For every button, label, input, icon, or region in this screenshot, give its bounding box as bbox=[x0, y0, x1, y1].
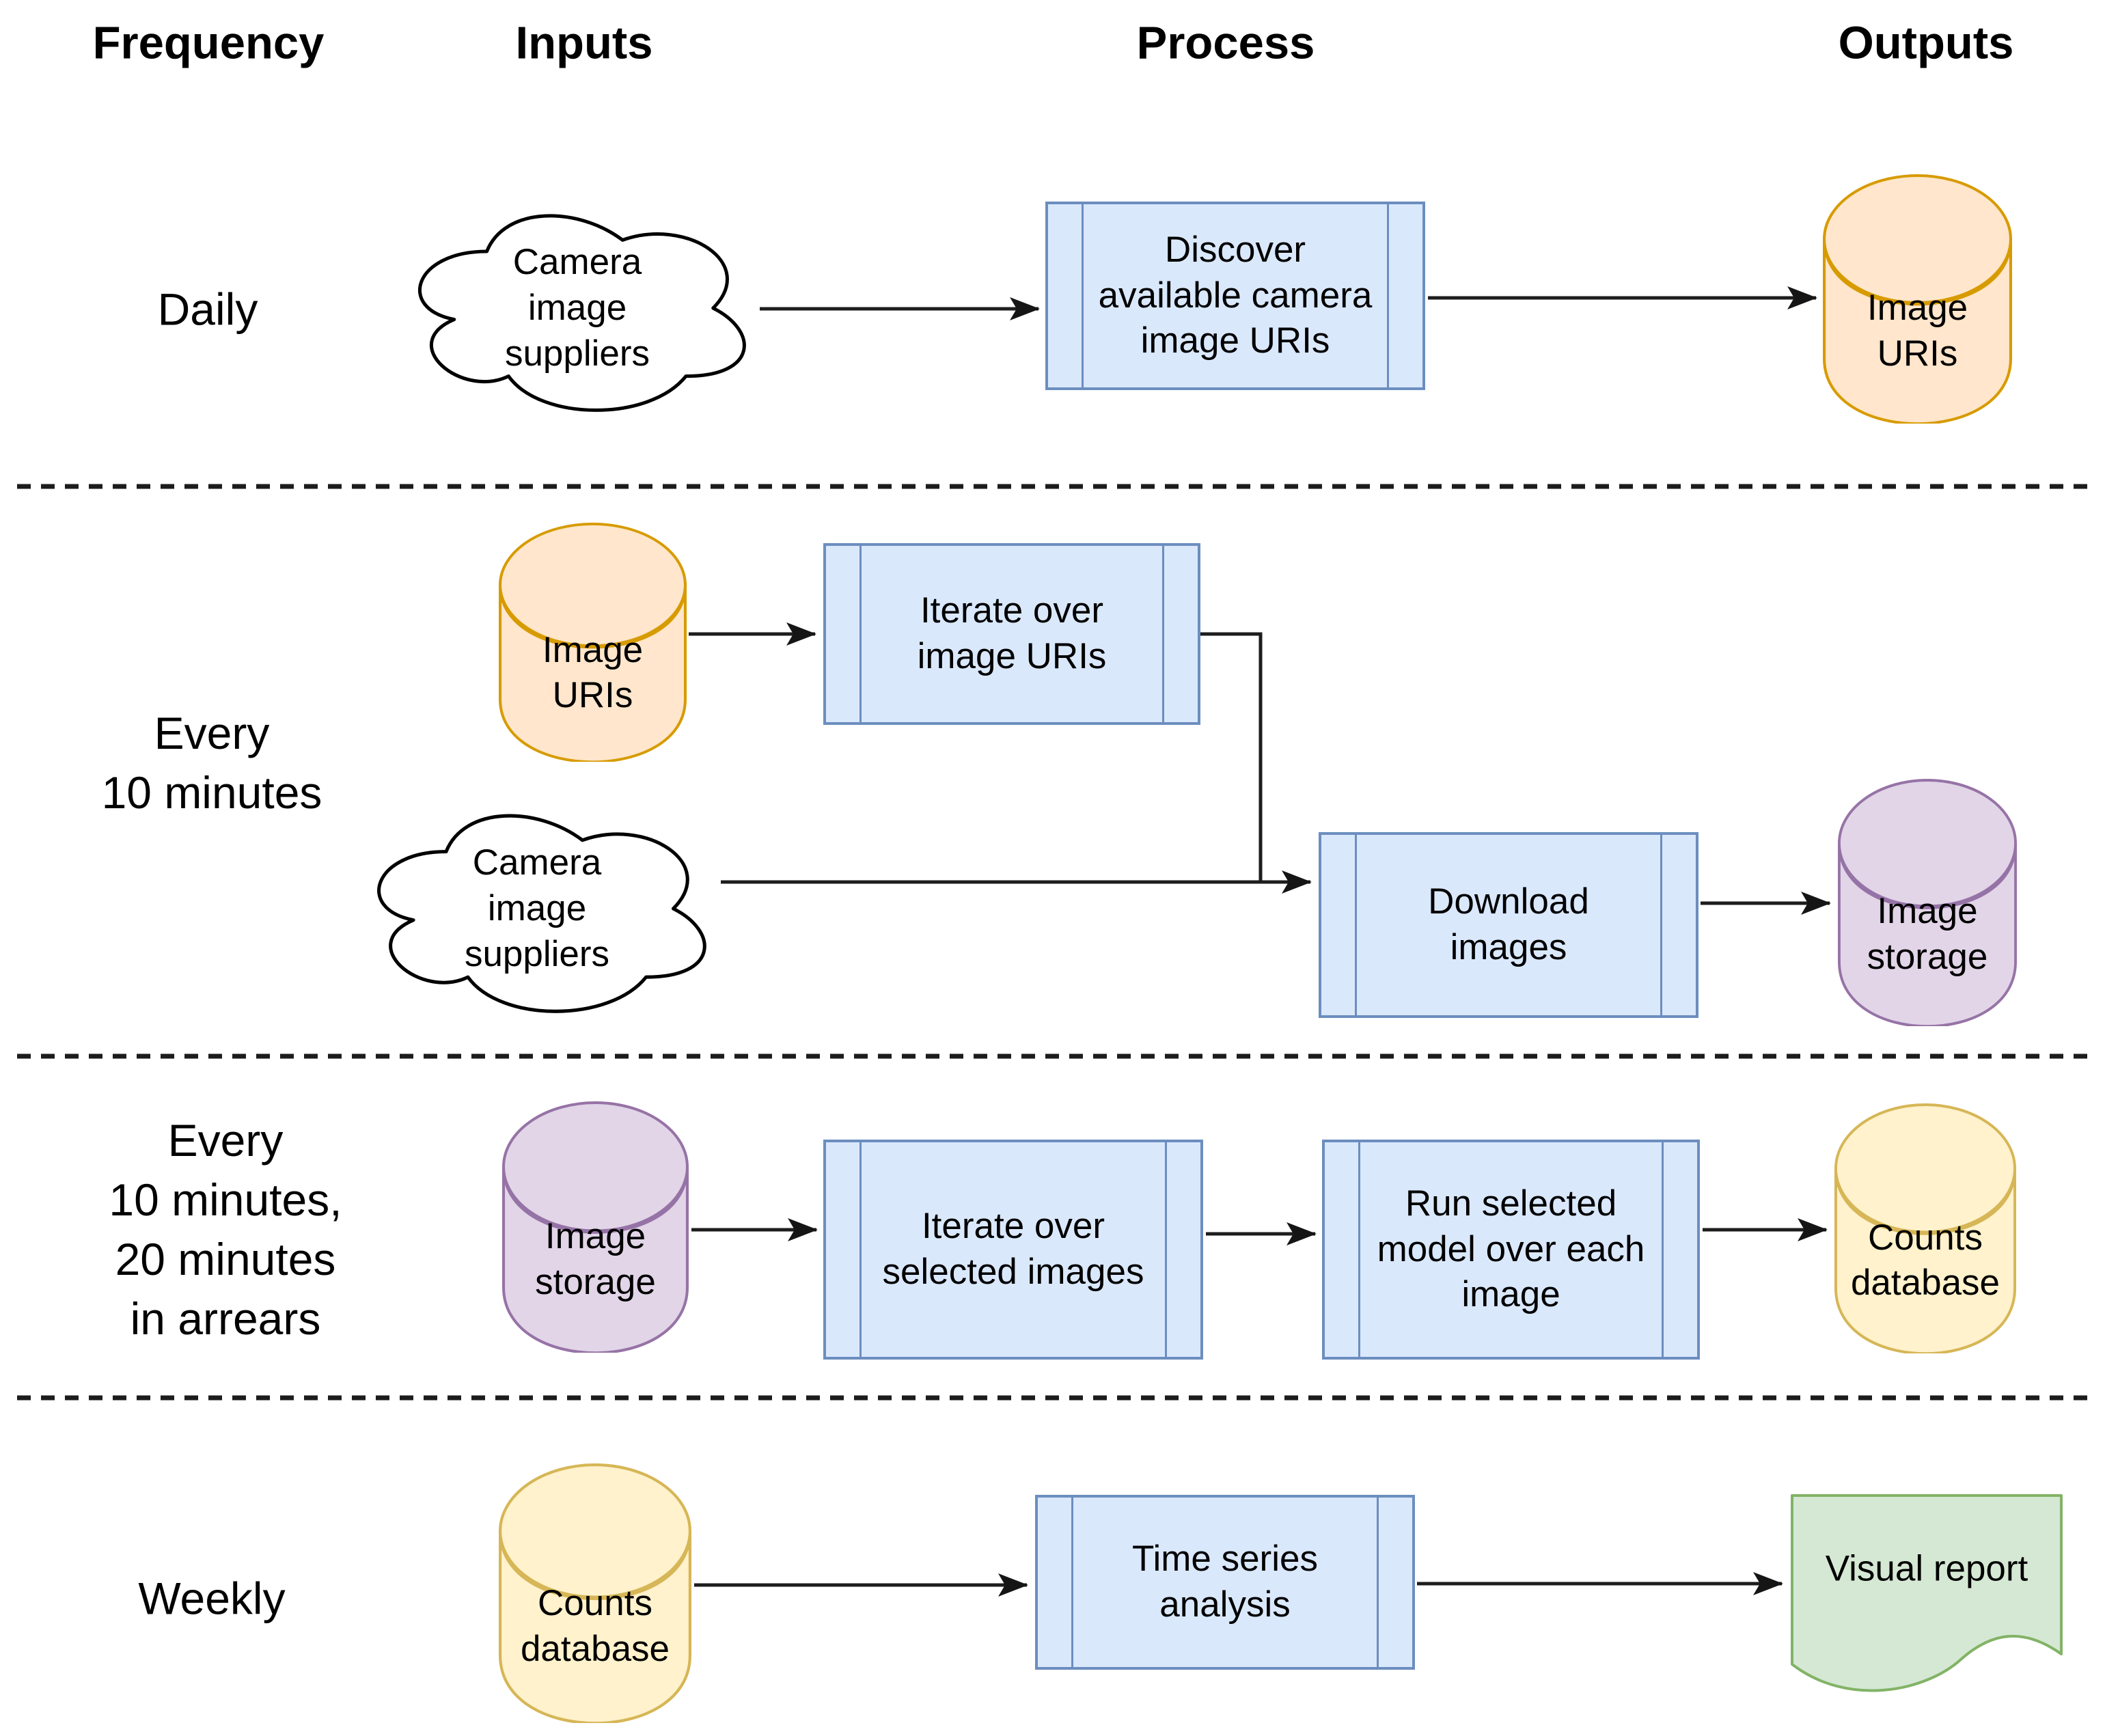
column-header-outputs: Outputs bbox=[1838, 17, 2014, 69]
frequency-label-every-10-minutes: Every 10 minutes bbox=[101, 707, 322, 818]
process-label: Iterate over image URIs bbox=[917, 590, 1107, 676]
process-label: Discover available camera image URIs bbox=[1098, 229, 1373, 361]
store-label: Image storage bbox=[535, 1216, 656, 1302]
image-uris-store-input-row2: Image URIs bbox=[499, 523, 687, 762]
database-cylinder-icon bbox=[1838, 779, 2017, 1026]
counts-database-store-output-row3: Counts database bbox=[1834, 1103, 2016, 1353]
frequency-label-daily: Daily bbox=[157, 284, 258, 335]
process-label: Iterate over selected images bbox=[882, 1206, 1144, 1292]
store-label: Counts database bbox=[1850, 1217, 2000, 1304]
camera-image-suppliers-cloud-row2: Camera image suppliers bbox=[355, 795, 719, 1023]
process-label: Time series analysis bbox=[1132, 1539, 1318, 1625]
document-shape-icon bbox=[1791, 1494, 2063, 1692]
iterate-over-image-uris-process: Iterate over image URIs bbox=[823, 543, 1200, 725]
visual-report-document: Visual report bbox=[1790, 1493, 2063, 1698]
column-header-frequency: Frequency bbox=[92, 17, 325, 69]
elbow-iterate-to-download bbox=[1200, 632, 1263, 882]
store-label: Image URIs bbox=[1867, 288, 1968, 374]
store-label: Image storage bbox=[1867, 891, 1988, 978]
database-cylinder-icon bbox=[1834, 1103, 2016, 1353]
cloud-shape-icon bbox=[417, 214, 746, 412]
column-header-process: Process bbox=[1136, 17, 1315, 69]
image-storage-store-output-row2: Image storage bbox=[1838, 779, 2017, 1026]
process-label: Run selected model over each image bbox=[1377, 1183, 1645, 1315]
database-cylinder-icon bbox=[1823, 174, 2012, 424]
column-header-inputs: Inputs bbox=[515, 17, 653, 69]
store-label: Counts database bbox=[520, 1583, 670, 1670]
download-images-process: Download images bbox=[1319, 832, 1698, 1018]
database-cylinder-icon bbox=[499, 1463, 691, 1723]
counts-database-store-input-row4: Counts database bbox=[499, 1463, 691, 1723]
iterate-over-selected-images-process: Iterate over selected images bbox=[823, 1140, 1203, 1360]
cloud-shape-icon bbox=[377, 814, 706, 1013]
camera-image-suppliers-cloud-row1: Camera image suppliers bbox=[396, 195, 758, 422]
time-series-analysis-process: Time series analysis bbox=[1035, 1495, 1415, 1670]
store-label: Image URIs bbox=[542, 629, 644, 716]
image-storage-store-input-row3: Image storage bbox=[502, 1101, 689, 1353]
process-label: Download images bbox=[1428, 881, 1589, 967]
database-cylinder-icon bbox=[502, 1101, 689, 1353]
run-selected-model-process: Run selected model over each image bbox=[1322, 1140, 1700, 1360]
frequency-label-weekly: Weekly bbox=[138, 1573, 286, 1624]
database-cylinder-icon bbox=[499, 523, 687, 762]
cloud-label: Camera image suppliers bbox=[504, 241, 650, 374]
document-label: Visual report bbox=[1825, 1548, 2028, 1589]
cloud-label: Camera image suppliers bbox=[464, 842, 610, 974]
frequency-label-every-10-minutes-arrears: Every 10 minutes, 20 minutes in arrears bbox=[109, 1114, 342, 1345]
image-uris-store-output-row1: Image URIs bbox=[1823, 174, 2012, 424]
discover-camera-image-uris-process: Discover available camera image URIs bbox=[1045, 202, 1425, 390]
